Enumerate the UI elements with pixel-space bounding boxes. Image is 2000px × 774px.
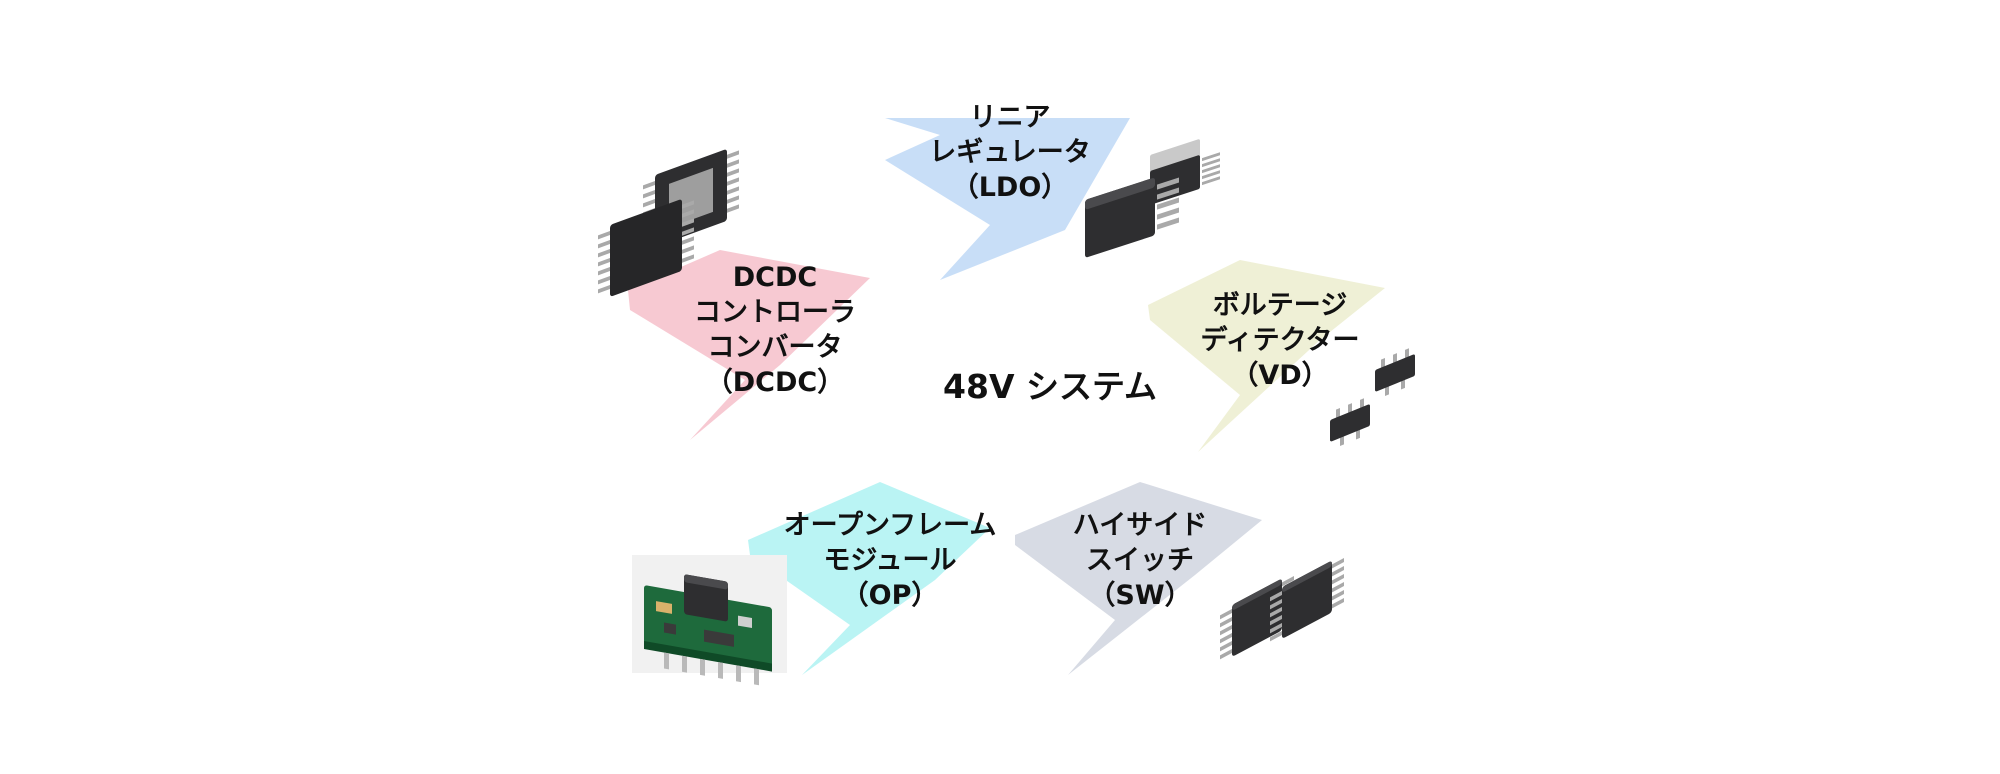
label-dcdc-line-4: （DCDC） — [705, 367, 845, 398]
label-sw-line-1: ハイサイド — [1072, 510, 1208, 541]
label-sw-line-2: スイッチ — [1086, 545, 1194, 576]
label-op-line-1: オープンフレーム — [783, 510, 997, 541]
label-sw-line-3: （SW） — [1088, 580, 1192, 611]
label-ldo-line-2: レギュレータ — [929, 137, 1091, 168]
label-dcdc-line-2: コントローラ — [694, 297, 856, 328]
htssop-package-icon — [598, 149, 739, 297]
arrow-shape-sw — [1015, 482, 1262, 675]
label-vd-line-3: （VD） — [1231, 360, 1329, 391]
label-vd: ボルテージ ディテクター （VD） — [1160, 288, 1400, 393]
label-op-line-3: （OP） — [841, 580, 939, 611]
to252-package-icon — [1085, 139, 1220, 258]
arrow-shape-vd — [1148, 260, 1385, 452]
label-ldo: リニア レギュレータ （LDO） — [890, 100, 1130, 205]
arrow-shape-op — [748, 482, 990, 675]
label-vd-line-1: ボルテージ — [1212, 290, 1348, 321]
label-ldo-line-3: （LDO） — [951, 172, 1069, 203]
center-title: 48V システム — [943, 367, 1157, 406]
arrow-shape-dcdc — [628, 250, 870, 440]
label-dcdc-line-3: コンバータ — [707, 332, 843, 363]
label-op: オープンフレーム モジュール （OP） — [745, 508, 1035, 613]
label-dcdc-line-1: DCDC — [732, 262, 818, 293]
label-ldo-line-1: リニア — [969, 102, 1051, 133]
arrow-shape-ldo — [885, 118, 1130, 280]
ssop-package-icon — [1220, 558, 1344, 660]
label-dcdc: DCDC コントローラ コンバータ （DCDC） — [655, 260, 895, 400]
label-sw: ハイサイド スイッチ （SW） — [1020, 508, 1260, 613]
sot23-package-icon — [1330, 348, 1415, 446]
label-op-line-2: モジュール — [823, 545, 957, 576]
label-vd-line-2: ディテクター — [1200, 325, 1360, 356]
pcb-module-icon — [632, 555, 787, 686]
